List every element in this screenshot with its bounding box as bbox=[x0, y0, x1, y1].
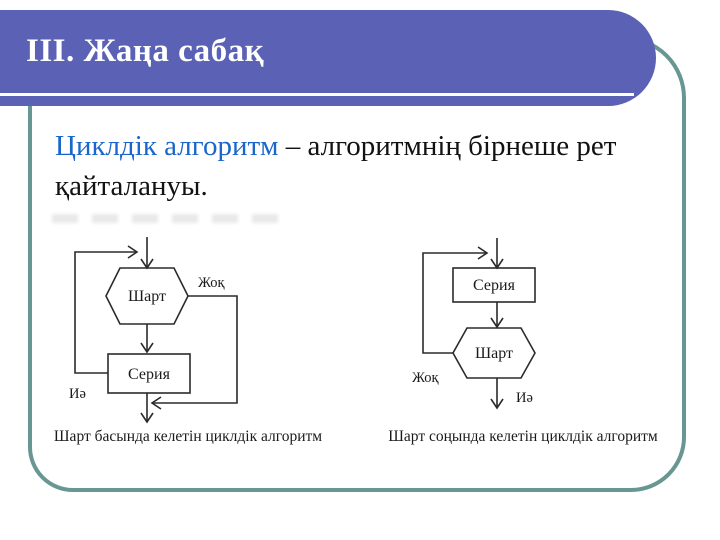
condition-hexagon bbox=[105, 267, 189, 325]
series-label: Серия bbox=[128, 366, 171, 383]
arrowhead-right-icon bbox=[477, 246, 489, 260]
yes-label: Иә bbox=[516, 390, 533, 406]
loop-back-line bbox=[422, 252, 486, 354]
series-rectangle bbox=[107, 353, 191, 394]
left-diagram-caption: Шарт басында келетін циклдік алгоритм bbox=[53, 428, 323, 445]
flowchart-condition-first: Шарт Жоқ Серия Иә bbox=[69, 237, 238, 424]
definition-rest: – алгоритмнің бірнеше рет қайталануы. bbox=[55, 130, 617, 203]
no-branch-line bbox=[153, 295, 238, 404]
arrowhead-down-icon bbox=[140, 412, 154, 424]
arrowhead-down-icon bbox=[490, 317, 504, 329]
flowchart-condition-last: Серия Шарт Жоқ Иә bbox=[412, 238, 536, 410]
definition-term: Циклдік алгоритм bbox=[55, 130, 279, 162]
condition-hexagon bbox=[452, 327, 536, 379]
right-diagram-caption: Шарт соңында келетін циклдік алгоритм bbox=[388, 428, 658, 445]
condition-label: Шарт bbox=[475, 345, 513, 362]
arrowhead-left-icon bbox=[150, 396, 162, 410]
series-label: Серия bbox=[473, 277, 516, 294]
condition-label: Шарт bbox=[128, 288, 166, 305]
slide-title: III. Жаңа сабақ bbox=[26, 32, 265, 69]
definition-paragraph: Циклдік алгоритм – алгоритмнің бірнеше р… bbox=[55, 126, 655, 206]
loop-back-line bbox=[74, 251, 136, 374]
no-label: Жоқ bbox=[198, 275, 226, 291]
arrowhead-right-icon bbox=[127, 245, 139, 259]
yes-label: Иә bbox=[69, 386, 86, 402]
slide-header-bar: III. Жаңа сабақ bbox=[0, 10, 656, 106]
header-underline bbox=[0, 93, 634, 96]
series-rectangle bbox=[452, 267, 536, 303]
arrowhead-down-icon bbox=[490, 398, 504, 410]
ghost-text-artifact bbox=[52, 214, 290, 223]
arrowhead-down-icon bbox=[140, 342, 154, 354]
no-label: Жоқ bbox=[412, 370, 440, 386]
